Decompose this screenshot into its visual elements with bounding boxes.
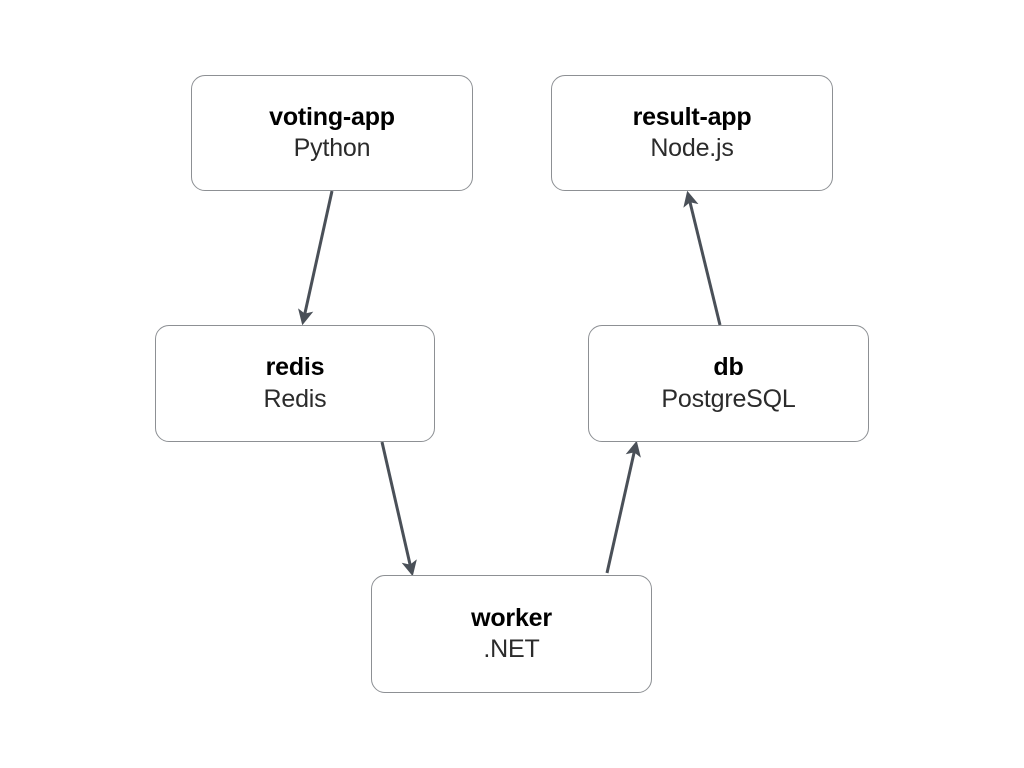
node-title: worker: [471, 603, 552, 632]
node-voting-app[interactable]: voting-app Python: [191, 75, 473, 191]
node-redis[interactable]: redis Redis: [155, 325, 435, 442]
edge-voting-app-to-redis: [298, 190, 334, 326]
node-subtitle: PostgreSQL: [661, 384, 796, 413]
edge-redis-to-worker: [380, 441, 417, 577]
node-title: result-app: [632, 102, 752, 131]
edge-worker-to-db: [605, 440, 641, 574]
node-subtitle: .NET: [483, 635, 540, 663]
node-title: redis: [265, 353, 325, 381]
node-subtitle: Node.js: [650, 134, 734, 162]
edge-db-to-result-app: [683, 190, 722, 326]
node-db[interactable]: db PostgreSQL: [588, 325, 869, 442]
node-title: db: [713, 353, 744, 381]
node-result-app[interactable]: result-app Node.js: [551, 75, 833, 191]
node-subtitle: Python: [293, 134, 371, 162]
node-subtitle: Redis: [263, 384, 327, 413]
node-worker[interactable]: worker .NET: [371, 575, 652, 693]
node-title: voting-app: [269, 102, 395, 131]
